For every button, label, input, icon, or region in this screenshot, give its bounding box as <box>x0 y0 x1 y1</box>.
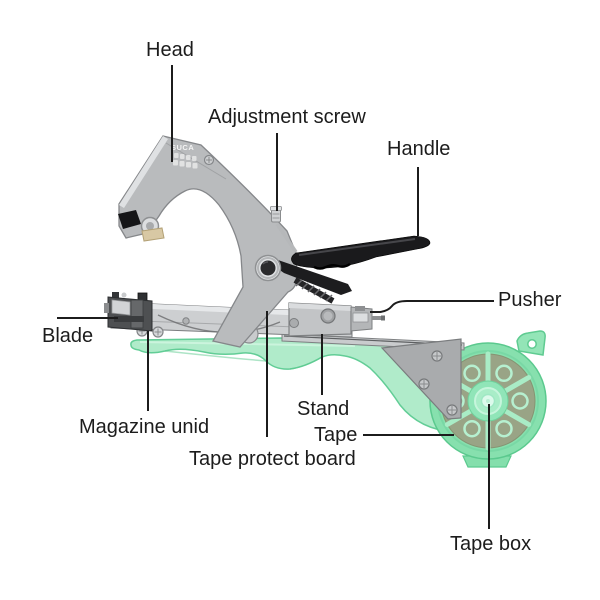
label-head: Head <box>146 39 194 61</box>
label-tape-box: Tape box <box>450 533 532 555</box>
hang-tab-hole <box>527 339 537 349</box>
jaw-clip <box>118 210 141 229</box>
label-blade: Blade <box>42 325 94 347</box>
jaw-pad <box>141 227 165 242</box>
head-part: SUCA <box>118 135 298 348</box>
label-tape: Tape <box>314 424 358 446</box>
tape-protect-board-part <box>130 337 471 433</box>
brand-marking: SUCA <box>171 143 194 152</box>
bracket-part <box>380 338 462 420</box>
jaw-part <box>118 210 165 242</box>
pivot-bolt <box>254 254 282 282</box>
magazine-unit-part <box>104 292 153 332</box>
blade-slot <box>114 316 144 322</box>
handle-part <box>291 235 431 270</box>
pusher-part <box>350 306 385 332</box>
leader-lines <box>57 65 494 529</box>
label-magazine-unid: Magazine unid <box>79 416 210 438</box>
adjustment-screw-part <box>270 206 298 253</box>
label-adjustment-screw: Adjustment screw <box>208 106 366 128</box>
label-tape-protect-board: Tape protect board <box>189 448 356 470</box>
label-pusher: Pusher <box>498 289 562 311</box>
label-stand: Stand <box>297 398 350 420</box>
bracket-screws <box>418 350 458 416</box>
label-handle: Handle <box>387 138 451 160</box>
spring-part <box>293 277 335 304</box>
pusher-leader-line <box>370 300 494 313</box>
lever-part <box>274 260 352 295</box>
stand-part <box>288 302 352 337</box>
marking-rows <box>173 153 198 169</box>
